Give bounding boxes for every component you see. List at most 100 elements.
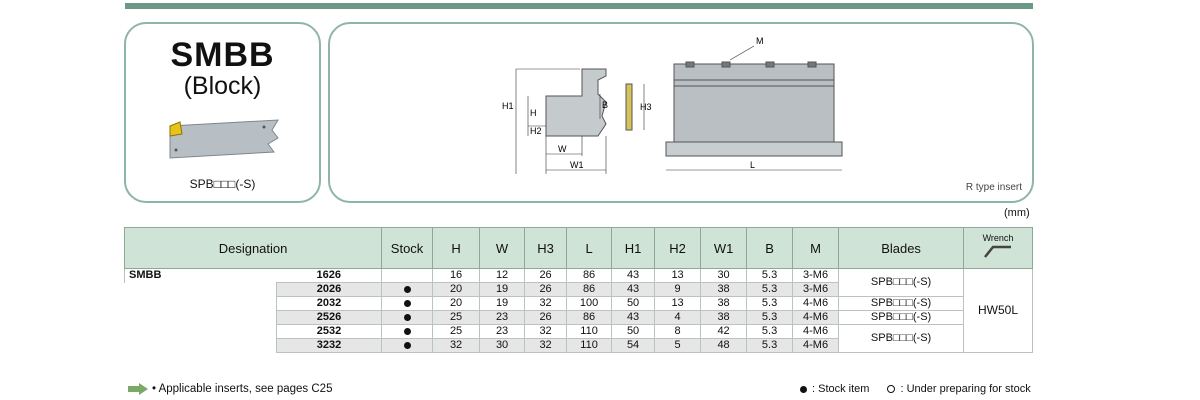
col-H: H xyxy=(432,227,481,269)
cell-H2: 4 xyxy=(654,310,702,325)
row-stock xyxy=(381,296,434,311)
side-view xyxy=(545,68,607,137)
cell-H: 25 xyxy=(432,324,481,339)
row-stock xyxy=(381,338,434,353)
col-H3: H3 xyxy=(524,227,568,269)
cell-H1: 43 xyxy=(611,310,656,325)
table-row: 2032 20 19 32 100 50 13 38 5.3 4-M6 SPB□… xyxy=(125,296,1033,311)
table-header-row: Designation Stock H W H3 L H1 H2 W1 B M … xyxy=(123,227,1033,269)
col-H2: H2 xyxy=(654,227,702,269)
label-H1: H1 xyxy=(502,101,514,111)
cell-W: 30 xyxy=(479,338,526,353)
row-code: 3232 xyxy=(276,338,383,353)
cell-H3: 32 xyxy=(524,296,568,311)
row-code: 2526 xyxy=(276,310,383,325)
col-H1: H1 xyxy=(611,227,656,269)
product-title: SMBB xyxy=(170,36,275,74)
cell-W: 12 xyxy=(479,268,526,283)
cell-H2: 13 xyxy=(654,268,702,283)
cell-H: 20 xyxy=(432,282,481,297)
table-row: 2526 25 23 26 86 43 4 38 5.3 4-M6 SPB□□□… xyxy=(125,310,1033,325)
cell-W: 23 xyxy=(479,324,526,339)
cell-H: 20 xyxy=(432,296,481,311)
col-blades: Blades xyxy=(838,227,965,269)
cell-H1: 54 xyxy=(611,338,656,353)
series-label: SMBB xyxy=(123,268,277,283)
row-stock xyxy=(381,268,434,283)
cell-L: 86 xyxy=(566,310,613,325)
technical-drawing-panel: H1 H H2 B W W1 H3 M L R type insert xyxy=(328,22,1034,203)
blade-cell: SPB□□□(-S) xyxy=(838,296,965,311)
cell-H2: 5 xyxy=(654,338,702,353)
inserts-note-text: • Applicable inserts, see pages C25 xyxy=(152,383,333,395)
cell-B: 5.3 xyxy=(746,296,794,311)
cell-M: 4-M6 xyxy=(792,324,840,339)
cell-H3: 26 xyxy=(524,268,568,283)
row-code: 1626 xyxy=(276,268,383,283)
label-H2: H2 xyxy=(530,126,542,136)
cell-H1: 50 xyxy=(611,324,656,339)
product-subtitle: (Block) xyxy=(183,72,262,100)
top-accent-bar xyxy=(125,3,1033,9)
stock-dot-icon xyxy=(403,285,411,293)
stock-legend: : Stock item : Under preparing for stock xyxy=(800,383,1031,395)
col-wrench: Wrench xyxy=(963,227,1033,269)
cell-W1: 48 xyxy=(700,338,748,353)
col-W1: W1 xyxy=(700,227,748,269)
label-B: B xyxy=(602,100,608,110)
cell-B: 5.3 xyxy=(746,324,794,339)
stock-dot-icon xyxy=(403,299,411,307)
label-M: M xyxy=(756,36,764,46)
cell-W1: 38 xyxy=(700,282,748,297)
cell-W1: 42 xyxy=(700,324,748,339)
cell-B: 5.3 xyxy=(746,268,794,283)
inserts-note: • Applicable inserts, see pages C25 xyxy=(128,383,332,395)
cell-W: 23 xyxy=(479,310,526,325)
cell-H2: 8 xyxy=(654,324,702,339)
stock-dot-icon xyxy=(403,327,411,335)
row-code: 2532 xyxy=(276,324,383,339)
cell-M: 3-M6 xyxy=(792,268,840,283)
row-code: 2032 xyxy=(276,296,383,311)
col-stock: Stock xyxy=(381,227,434,269)
dimension-drawing: H1 H H2 B W W1 H3 M L xyxy=(502,36,843,174)
blade-cell: SPB□□□(-S) xyxy=(838,324,965,353)
row-code: 2026 xyxy=(276,282,383,297)
insert-note: R type insert xyxy=(965,182,1022,193)
cell-W1: 38 xyxy=(700,310,748,325)
wrench-label: Wrench xyxy=(982,232,1014,243)
cell-M: 4-M6 xyxy=(792,296,840,311)
cell-L: 110 xyxy=(566,338,613,353)
arrow-pointer-icon xyxy=(128,383,148,395)
cell-H1: 43 xyxy=(611,282,656,297)
cell-B: 5.3 xyxy=(746,338,794,353)
stock-item-text: : Stock item xyxy=(812,383,870,395)
unit-label: (mm) xyxy=(1004,207,1030,219)
cell-W: 19 xyxy=(479,296,526,311)
stock-dot-icon xyxy=(403,341,411,349)
cell-H3: 32 xyxy=(524,324,568,339)
table-row: SMBB 1626 16 12 26 86 43 13 30 5.3 3-M6 … xyxy=(123,268,1033,353)
preparing-text: : Under preparing for stock xyxy=(900,383,1031,395)
cell-L: 86 xyxy=(566,282,613,297)
cell-H3: 32 xyxy=(524,338,568,353)
cell-B: 5.3 xyxy=(746,310,794,325)
row-stock xyxy=(381,324,434,339)
col-designation: Designation xyxy=(123,227,383,269)
cell-H2: 9 xyxy=(654,282,702,297)
label-H3: H3 xyxy=(640,102,652,112)
front-view xyxy=(665,61,843,157)
col-B: B xyxy=(746,227,794,269)
row-stock xyxy=(381,310,434,325)
cell-H1: 43 xyxy=(611,268,656,283)
cell-L: 110 xyxy=(566,324,613,339)
stock-dot-icon xyxy=(800,385,807,393)
label-W: W xyxy=(558,144,567,154)
blade-section-view xyxy=(625,83,633,131)
cell-H: 16 xyxy=(432,268,481,283)
cell-W1: 38 xyxy=(700,296,748,311)
cell-H: 25 xyxy=(432,310,481,325)
product-title-panel: SMBB (Block) SPB□□□(-S) xyxy=(124,22,321,203)
cell-H3: 26 xyxy=(524,282,568,297)
col-W: W xyxy=(479,227,526,269)
